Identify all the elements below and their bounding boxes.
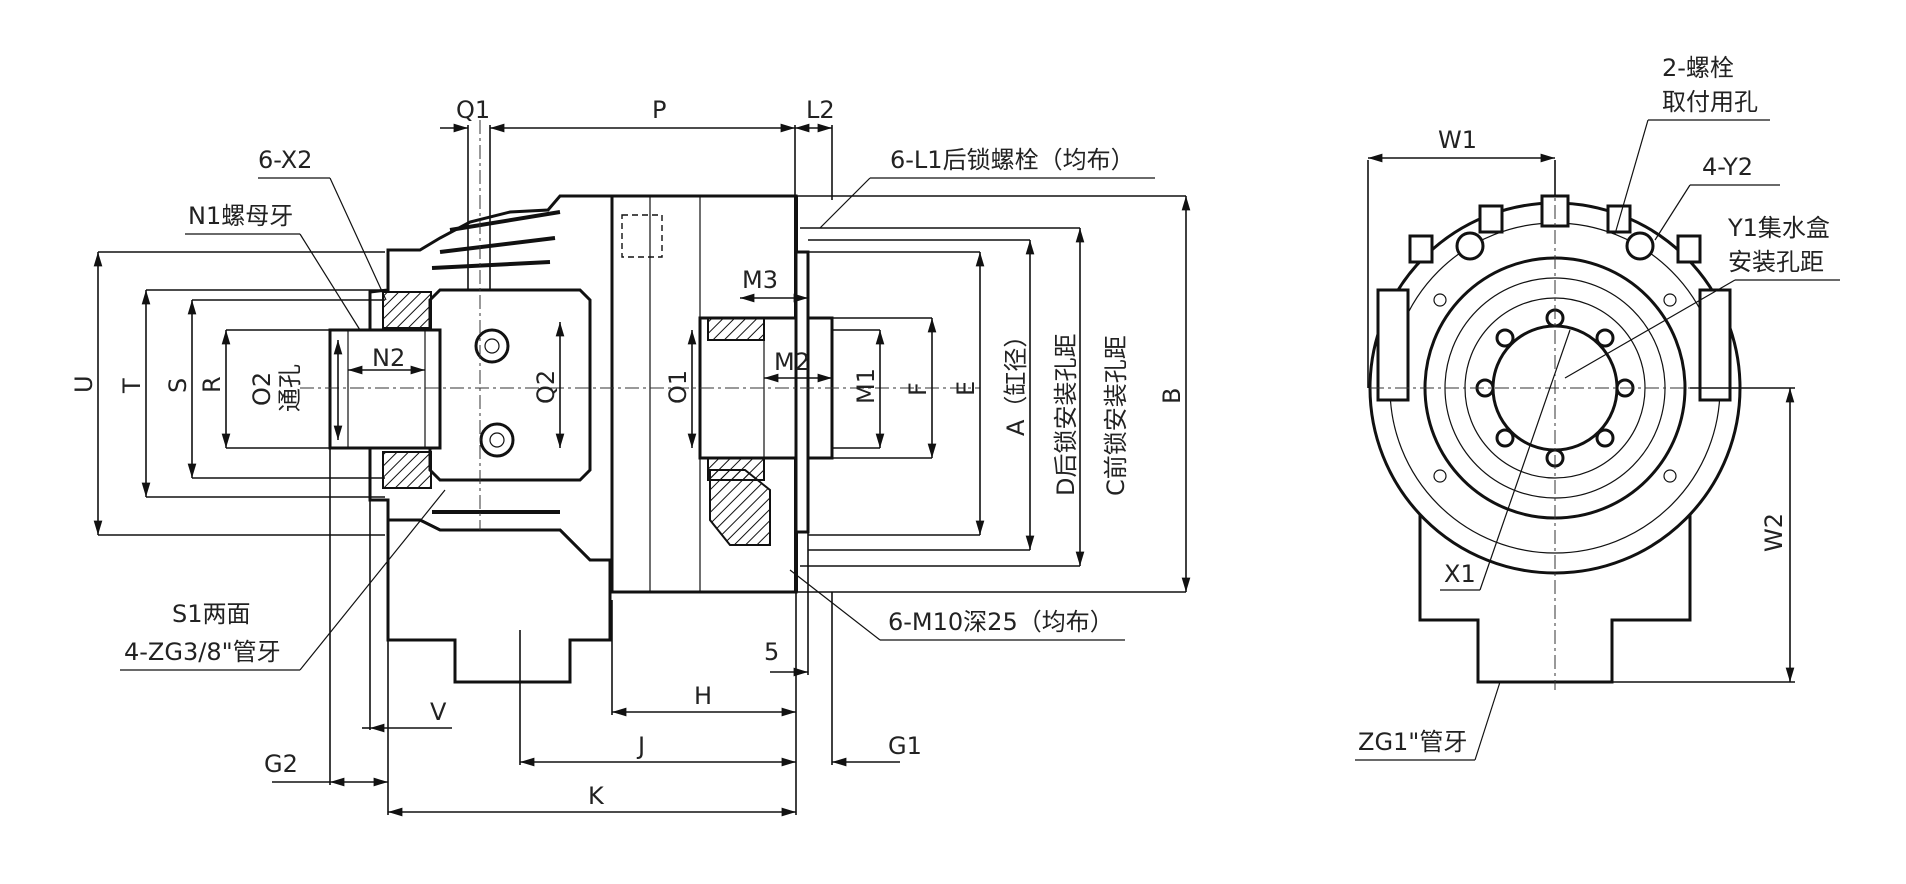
dim-k: K: [588, 782, 605, 810]
label-x1: X1: [1444, 560, 1476, 588]
dim-s: S: [164, 378, 192, 393]
dim-g2: G2: [264, 750, 298, 778]
dim-v: V: [430, 698, 447, 726]
dim-g1: G1: [888, 732, 922, 760]
dim-m3: M3: [742, 266, 778, 294]
label-zg1-pipe-thread: ZG1"管牙: [1358, 728, 1467, 756]
label-mounting-hole: 取付用孔: [1662, 88, 1758, 116]
dim-w1: W1: [1438, 126, 1477, 154]
dim-o1: O1: [664, 370, 692, 404]
dim-t: T: [118, 378, 146, 394]
label-y1-water-box: Y1集水盒: [1727, 214, 1830, 242]
label-y1-hole-pitch: 安装孔距: [1728, 248, 1824, 276]
dim-p: P: [652, 96, 666, 124]
callout-s1-flats: S1两面: [172, 600, 251, 628]
dim-d: D后锁安装孔距: [1052, 334, 1080, 496]
callout-6-m10: 6-M10深25（均布）: [888, 608, 1114, 636]
bottom-block: [386, 500, 612, 684]
dim-b: B: [1158, 388, 1186, 404]
dim-f: F: [904, 382, 932, 396]
dim-c: C前锁安装孔距: [1102, 335, 1130, 496]
dim-q2: Q2: [532, 370, 560, 404]
front-view: W1 W2 2-螺栓 取付用孔 4-Y2 Y1集水盒 安装孔距 X1 ZG1"管…: [1355, 54, 1840, 761]
callout-6-x2: 6-X2: [258, 146, 312, 174]
dim-a: A（缸径）: [1002, 324, 1030, 436]
dim-w2: W2: [1760, 513, 1788, 552]
dim-o2: O2: [248, 372, 276, 406]
dim-n2: N2: [372, 344, 405, 372]
dim-j: J: [636, 732, 645, 760]
callout-n1-nut-thread: N1螺母牙: [188, 202, 293, 230]
callout-6-l1-bolt: 6-L1后锁螺栓（均布）: [890, 146, 1135, 174]
dim-r: R: [198, 376, 226, 393]
label-4-y2: 4-Y2: [1702, 153, 1753, 181]
dim-q1: Q1: [456, 96, 490, 124]
dim-m1: M1: [852, 368, 880, 404]
dim-5: 5: [764, 638, 779, 666]
callout-4-zg38: 4-ZG3/8"管牙: [124, 638, 281, 666]
dim-u: U: [70, 375, 98, 393]
dim-h: H: [694, 682, 712, 710]
label-through-hole: 通孔: [276, 364, 304, 412]
side-view: Q1 P L2 U T S R O2 通孔 N2 Q2 O1 M3 M2 M1 …: [70, 96, 1191, 817]
dim-e: E: [952, 381, 980, 396]
dim-m2: M2: [774, 348, 810, 376]
dim-l2: L2: [806, 96, 835, 124]
rear-spigot: [328, 291, 442, 489]
label-2-bolt: 2-螺栓: [1662, 54, 1734, 82]
